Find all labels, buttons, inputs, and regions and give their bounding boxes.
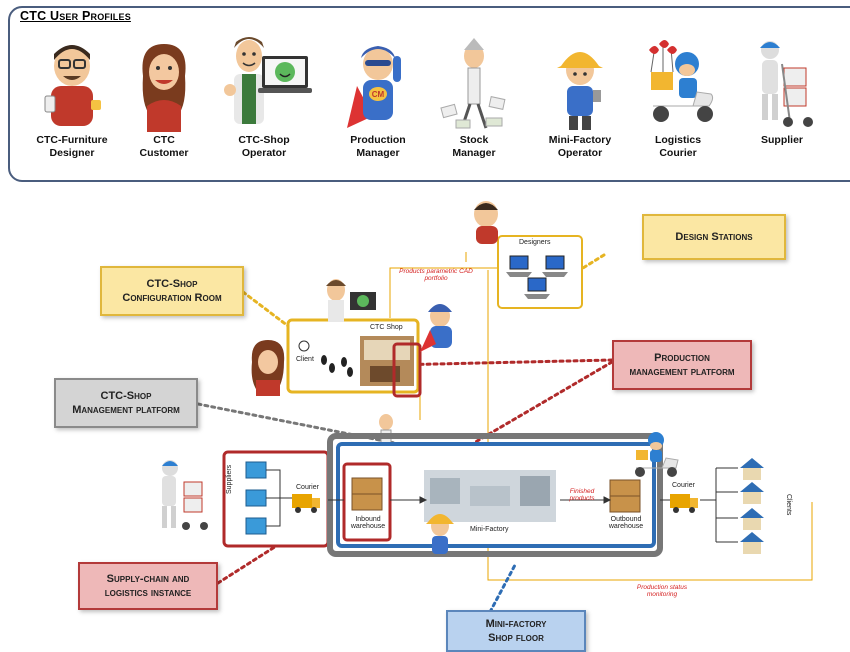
supplier-links bbox=[266, 469, 292, 527]
courier-truck-icon bbox=[670, 494, 698, 513]
callout-design-stations: Design Stations bbox=[642, 214, 786, 260]
profile-label: CTC-Shop Operator bbox=[238, 134, 290, 159]
designer-avatar-icon bbox=[44, 45, 101, 126]
callout-ctc-shop-mgmt: CTC-Shop Management platform bbox=[54, 378, 198, 428]
profile-logistics-courier: Logistics Courier bbox=[628, 36, 728, 160]
profile-label: Supplier bbox=[760, 134, 803, 146]
courier-truck-icon bbox=[292, 494, 320, 513]
stock-manager-avatar-icon bbox=[440, 38, 506, 129]
profile-production-manager: CM Production Manager bbox=[328, 36, 428, 160]
products-cad-label: Products parametric CAD portfolio bbox=[399, 268, 473, 282]
profile-label: CTC-Furniture Designer bbox=[36, 134, 108, 159]
inbound-highlight bbox=[342, 462, 392, 542]
customer-small-icon bbox=[251, 340, 285, 396]
suppliers-label: Suppliers bbox=[226, 464, 233, 494]
supplier-buildings bbox=[245, 461, 267, 535]
operator-avatar-icon bbox=[557, 52, 603, 130]
factory-machines-image bbox=[424, 470, 556, 522]
profile-stock-manager: Stock Manager bbox=[424, 36, 524, 160]
designers-box bbox=[497, 235, 583, 309]
monitor-icons bbox=[506, 255, 568, 299]
profile-shop-operator: CTC-Shop Operator bbox=[214, 28, 314, 160]
supplier-avatar-icon bbox=[760, 41, 813, 127]
profiles-title: CTC User Profiles bbox=[20, 9, 131, 23]
factory-flow-arrows bbox=[328, 496, 670, 504]
finished-products-label: Finished products bbox=[569, 488, 595, 502]
inbound-boxes-icon bbox=[351, 477, 383, 511]
client-label: Client bbox=[296, 356, 314, 363]
supplier-small-icon bbox=[162, 460, 208, 530]
client-marker-icon bbox=[298, 340, 310, 352]
profile-label: Logistics Courier bbox=[654, 134, 702, 159]
ctc-shop-label: CTC Shop bbox=[370, 324, 403, 331]
client-houses bbox=[740, 458, 764, 554]
clients-links bbox=[700, 467, 738, 543]
production-status-label: Production status monitoring bbox=[636, 584, 688, 598]
courier-scooter-icon bbox=[635, 432, 679, 477]
svg-text:CM: CM bbox=[372, 90, 385, 99]
footprints-icon bbox=[321, 355, 353, 377]
clients-label: Clients bbox=[785, 494, 792, 516]
inbound-label: Inbound warehouse bbox=[350, 516, 386, 530]
outbound-label: Outbound warehouse bbox=[608, 516, 644, 530]
designer-small-icon bbox=[474, 201, 498, 244]
factory-mgmt-frame bbox=[327, 433, 663, 557]
production-manager-avatar-icon: CM bbox=[347, 46, 401, 128]
mini-factory-label: Mini-Factory bbox=[470, 526, 509, 533]
profile-label: Stock Manager bbox=[452, 134, 496, 159]
operator-small-icon bbox=[426, 514, 454, 554]
profile-label: CTC Customer bbox=[139, 134, 189, 159]
callout-production-mgmt: Production management platform bbox=[612, 340, 752, 390]
courier-left-label: Courier bbox=[296, 484, 319, 491]
outbound-boxes-icon bbox=[609, 479, 641, 513]
courier-avatar-icon bbox=[649, 40, 714, 122]
profile-label: Production Manager bbox=[350, 134, 406, 159]
profile-customer: CTC Customer bbox=[114, 36, 214, 160]
shop-operator-small-icon bbox=[326, 279, 376, 322]
profile-label: Mini-Factory Operator bbox=[548, 134, 612, 159]
production-manager-small-icon bbox=[420, 304, 452, 352]
courier-right-label: Courier bbox=[672, 482, 695, 489]
callout-mini-factory: Mini-factory Shop floor bbox=[446, 610, 586, 652]
designers-label: Designers bbox=[519, 239, 551, 246]
customer-avatar-icon bbox=[142, 44, 186, 132]
profile-supplier: Supplier bbox=[732, 36, 832, 147]
shop-operator-avatar-icon bbox=[224, 37, 312, 124]
callout-ctc-shop-config: CTC-Shop Configuration Room bbox=[100, 266, 244, 316]
profile-mini-factory-operator: Mini-Factory Operator bbox=[530, 36, 630, 160]
production-highlight bbox=[392, 342, 422, 398]
callout-supply-chain: Supply-chain and logistics instance bbox=[78, 562, 218, 610]
profile-furniture-designer: CTC-Furniture Designer bbox=[22, 36, 122, 160]
